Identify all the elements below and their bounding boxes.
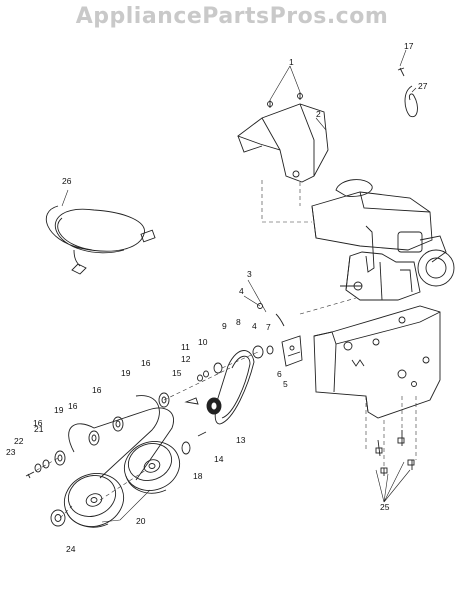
leader-lines [61, 49, 417, 523]
callout-c21: 21 [34, 424, 44, 434]
callout-c17: 17 [404, 41, 414, 51]
frame-housing-part [313, 305, 441, 419]
callout-c27: 27 [418, 81, 428, 91]
callout-c16a: 16 [141, 358, 151, 368]
assembly-lines [29, 180, 417, 519]
bolt-17-part [397, 67, 405, 77]
callout-c23: 23 [6, 447, 16, 457]
watermark: AppliancePartsPros.com [75, 4, 389, 29]
callout-c13: 13 [236, 435, 246, 445]
callout-c26: 26 [62, 176, 72, 186]
callout-c20: 20 [136, 516, 146, 526]
callout-c9: 9 [222, 321, 227, 331]
callout-c24: 24 [66, 544, 76, 554]
idler-bracket-parts [252, 303, 303, 367]
pulley-20-left-part [63, 473, 125, 528]
callout-c18: 18 [193, 471, 203, 481]
engine-part [311, 179, 455, 301]
callout-c3: 3 [247, 269, 252, 279]
belt-cover-part [237, 92, 329, 183]
cable-27-part [404, 85, 418, 118]
callout-c22: 22 [14, 436, 24, 446]
callout-c14: 14 [214, 454, 224, 464]
callout-c8: 8 [236, 317, 241, 327]
callout-c7: 7 [266, 322, 271, 332]
pulley-20-right-part [123, 441, 181, 494]
hardware-21-22-23-part [25, 459, 50, 479]
callout-c12: 12 [181, 354, 191, 364]
callout-c25: 25 [380, 502, 390, 512]
bolts-25-part [375, 430, 415, 476]
callout-c1: 1 [289, 57, 294, 67]
drive-belt-part [68, 395, 174, 481]
pulley-24-part [50, 509, 66, 527]
belt-9-part [214, 350, 255, 425]
callout-c19a: 19 [121, 368, 131, 378]
extension-cord-26-part [45, 205, 156, 275]
callout-labels: 1 2 3 4 4 5 6 7 8 9 10 11 12 13 14 15 16… [6, 41, 428, 554]
callout-c11: 11 [181, 342, 190, 352]
callout-c16d: 16 [33, 418, 43, 428]
washers-16-part [54, 392, 191, 466]
callout-c6: 6 [277, 369, 282, 379]
callout-c10: 10 [198, 337, 208, 347]
callout-c19b: 19 [54, 405, 64, 415]
callout-c16c: 16 [68, 401, 78, 411]
callout-c4b: 4 [252, 321, 257, 331]
callout-c15: 15 [172, 368, 182, 378]
callout-c2: 2 [316, 109, 321, 119]
callout-c16b: 16 [92, 385, 102, 395]
callout-c4a: 4 [239, 286, 244, 296]
callout-c5: 5 [283, 379, 288, 389]
idler-pulley-13-part [206, 397, 222, 415]
